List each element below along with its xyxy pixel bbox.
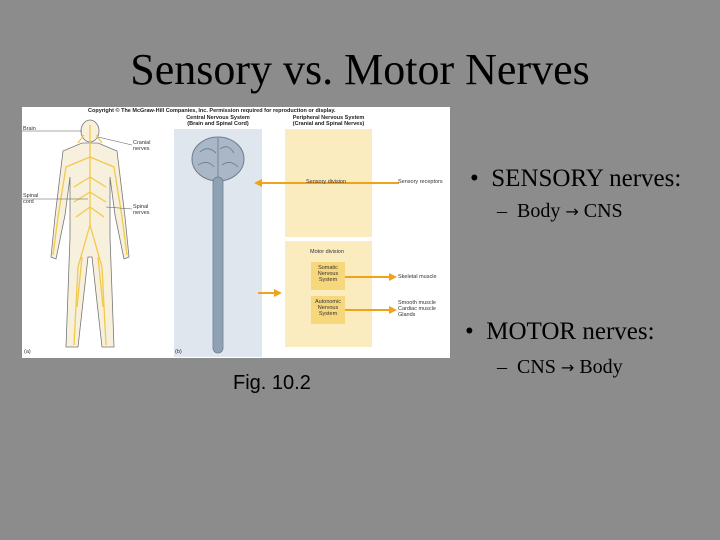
brain-label: Brain bbox=[23, 126, 36, 132]
motor-division-label: Motor division bbox=[310, 249, 344, 255]
pns-header: Peripheral Nervous System(Cranial and Sp… bbox=[292, 115, 365, 127]
sensory-receptors-label: Sensory receptors bbox=[398, 179, 443, 185]
motor-bullet: • MOTOR nerves: bbox=[465, 318, 655, 345]
right-arrow-icon: → bbox=[565, 202, 579, 221]
panel-a-label: (a) bbox=[24, 349, 31, 355]
sensory-division-label: Sensory division bbox=[306, 179, 347, 185]
right-arrow-icon: → bbox=[560, 358, 575, 377]
human-body-illustration bbox=[22, 119, 133, 348]
skeletal-muscle-label: Skeletal muscle bbox=[398, 274, 437, 280]
slide-title: Sensory vs. Motor Nerves bbox=[130, 45, 590, 94]
figure-caption: Fig. 10.2 bbox=[233, 372, 311, 394]
figure-copyright: Copyright © The McGraw-Hill Companies, I… bbox=[88, 108, 336, 114]
motor-subpoint: – CNS → Body bbox=[497, 356, 623, 378]
somatic-box bbox=[311, 262, 345, 290]
nervous-system-figure: Copyright © The McGraw-Hill Companies, I… bbox=[22, 107, 450, 358]
panel-b-label: (b) bbox=[175, 349, 182, 355]
figure-illustration bbox=[22, 119, 399, 357]
autonomic-box bbox=[311, 296, 345, 324]
motor-panel bbox=[285, 241, 372, 347]
sensory-bullet: • SENSORY nerves: bbox=[470, 165, 682, 192]
cns-header: Central Nervous System(Brain and Spinal … bbox=[186, 115, 250, 127]
sensory-subpoint: – Body → CNS bbox=[497, 200, 623, 222]
brain-illustration bbox=[191, 136, 245, 354]
